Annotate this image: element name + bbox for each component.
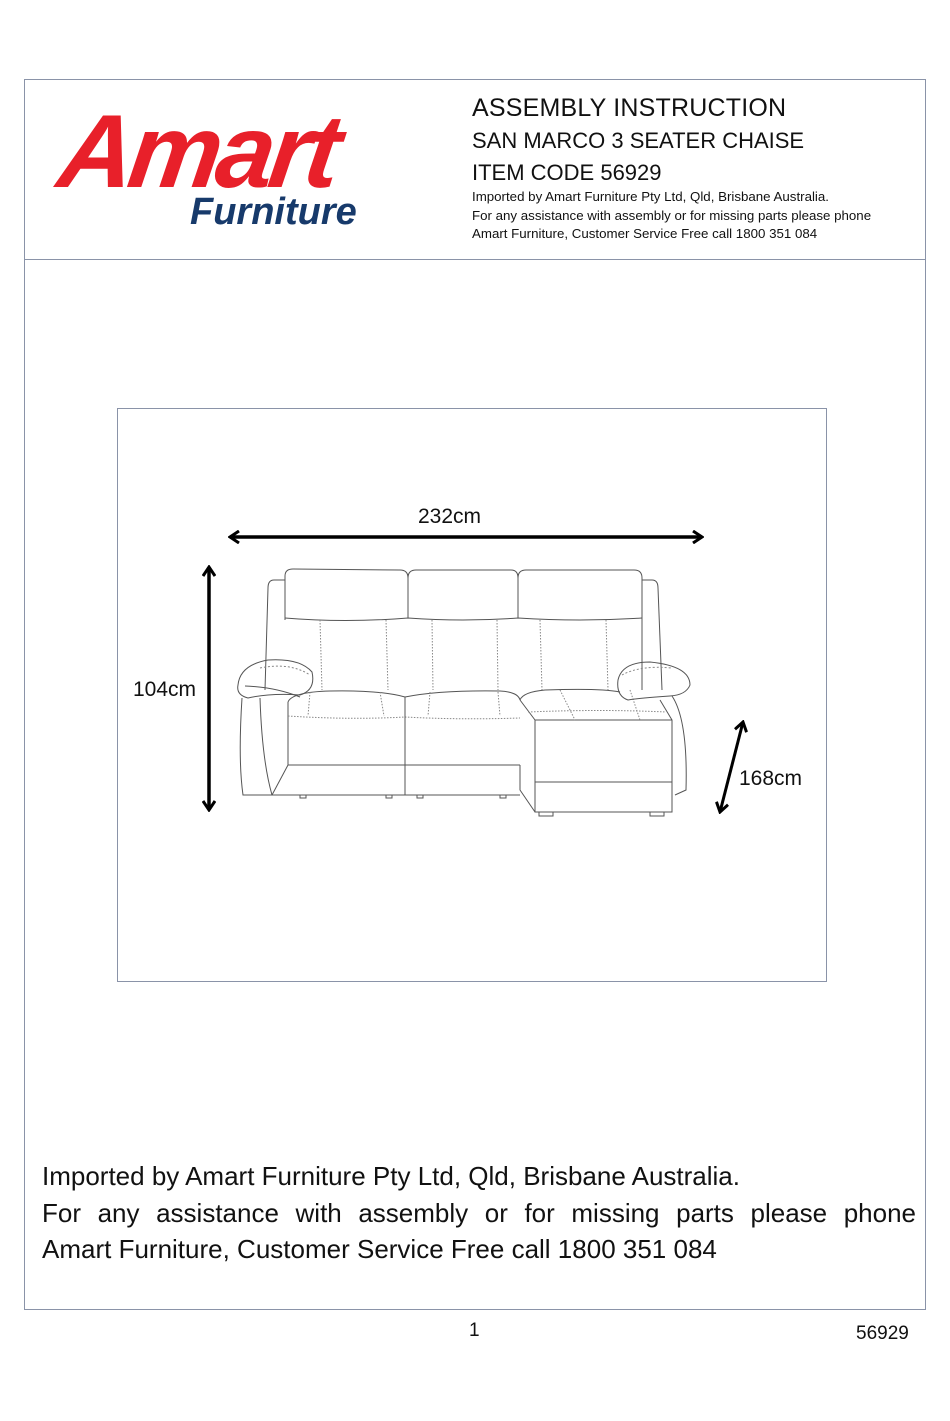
item-code: ITEM CODE 56929 xyxy=(472,160,662,185)
sofa-outline xyxy=(237,568,691,817)
footer-assistance-line: For any assistance with assembly or for … xyxy=(42,1197,916,1228)
footer-contact-block: Imported by Amart Furniture Pty Ltd, Qld… xyxy=(42,1158,916,1268)
page-number: 1 xyxy=(469,1320,480,1341)
product-name: SAN MARCO 3 SEATER CHAISE xyxy=(472,128,805,153)
header-text-block: ASSEMBLY INSTRUCTION SAN MARCO 3 SEATER … xyxy=(472,92,922,244)
header-assistance-line: For any assistance with assembly or for … xyxy=(472,207,872,223)
header-divider xyxy=(24,259,926,260)
logo-sub-brand-text: Furniture xyxy=(190,191,357,233)
width-dimension-label: 232cm xyxy=(418,505,482,528)
document-code: 56929 xyxy=(856,1323,909,1344)
page-frame xyxy=(24,79,926,1310)
header-contact-line: Amart Furniture, Customer Service Free c… xyxy=(472,226,818,241)
footer-importer-line: Imported by Amart Furniture Pty Ltd, Qld… xyxy=(42,1161,740,1191)
depth-dimension-arrow xyxy=(720,722,743,812)
height-dimension-label: 104cm xyxy=(133,678,197,701)
amart-furniture-logo: Amart Furniture xyxy=(52,94,400,240)
product-diagram-frame xyxy=(117,408,827,982)
depth-dimension-label: 168cm xyxy=(739,767,803,790)
footer-contact-line: Amart Furniture, Customer Service Free c… xyxy=(42,1234,717,1264)
header-importer-line: Imported by Amart Furniture Pty Ltd, Qld… xyxy=(472,189,829,204)
document-title: ASSEMBLY INSTRUCTION xyxy=(472,94,787,122)
